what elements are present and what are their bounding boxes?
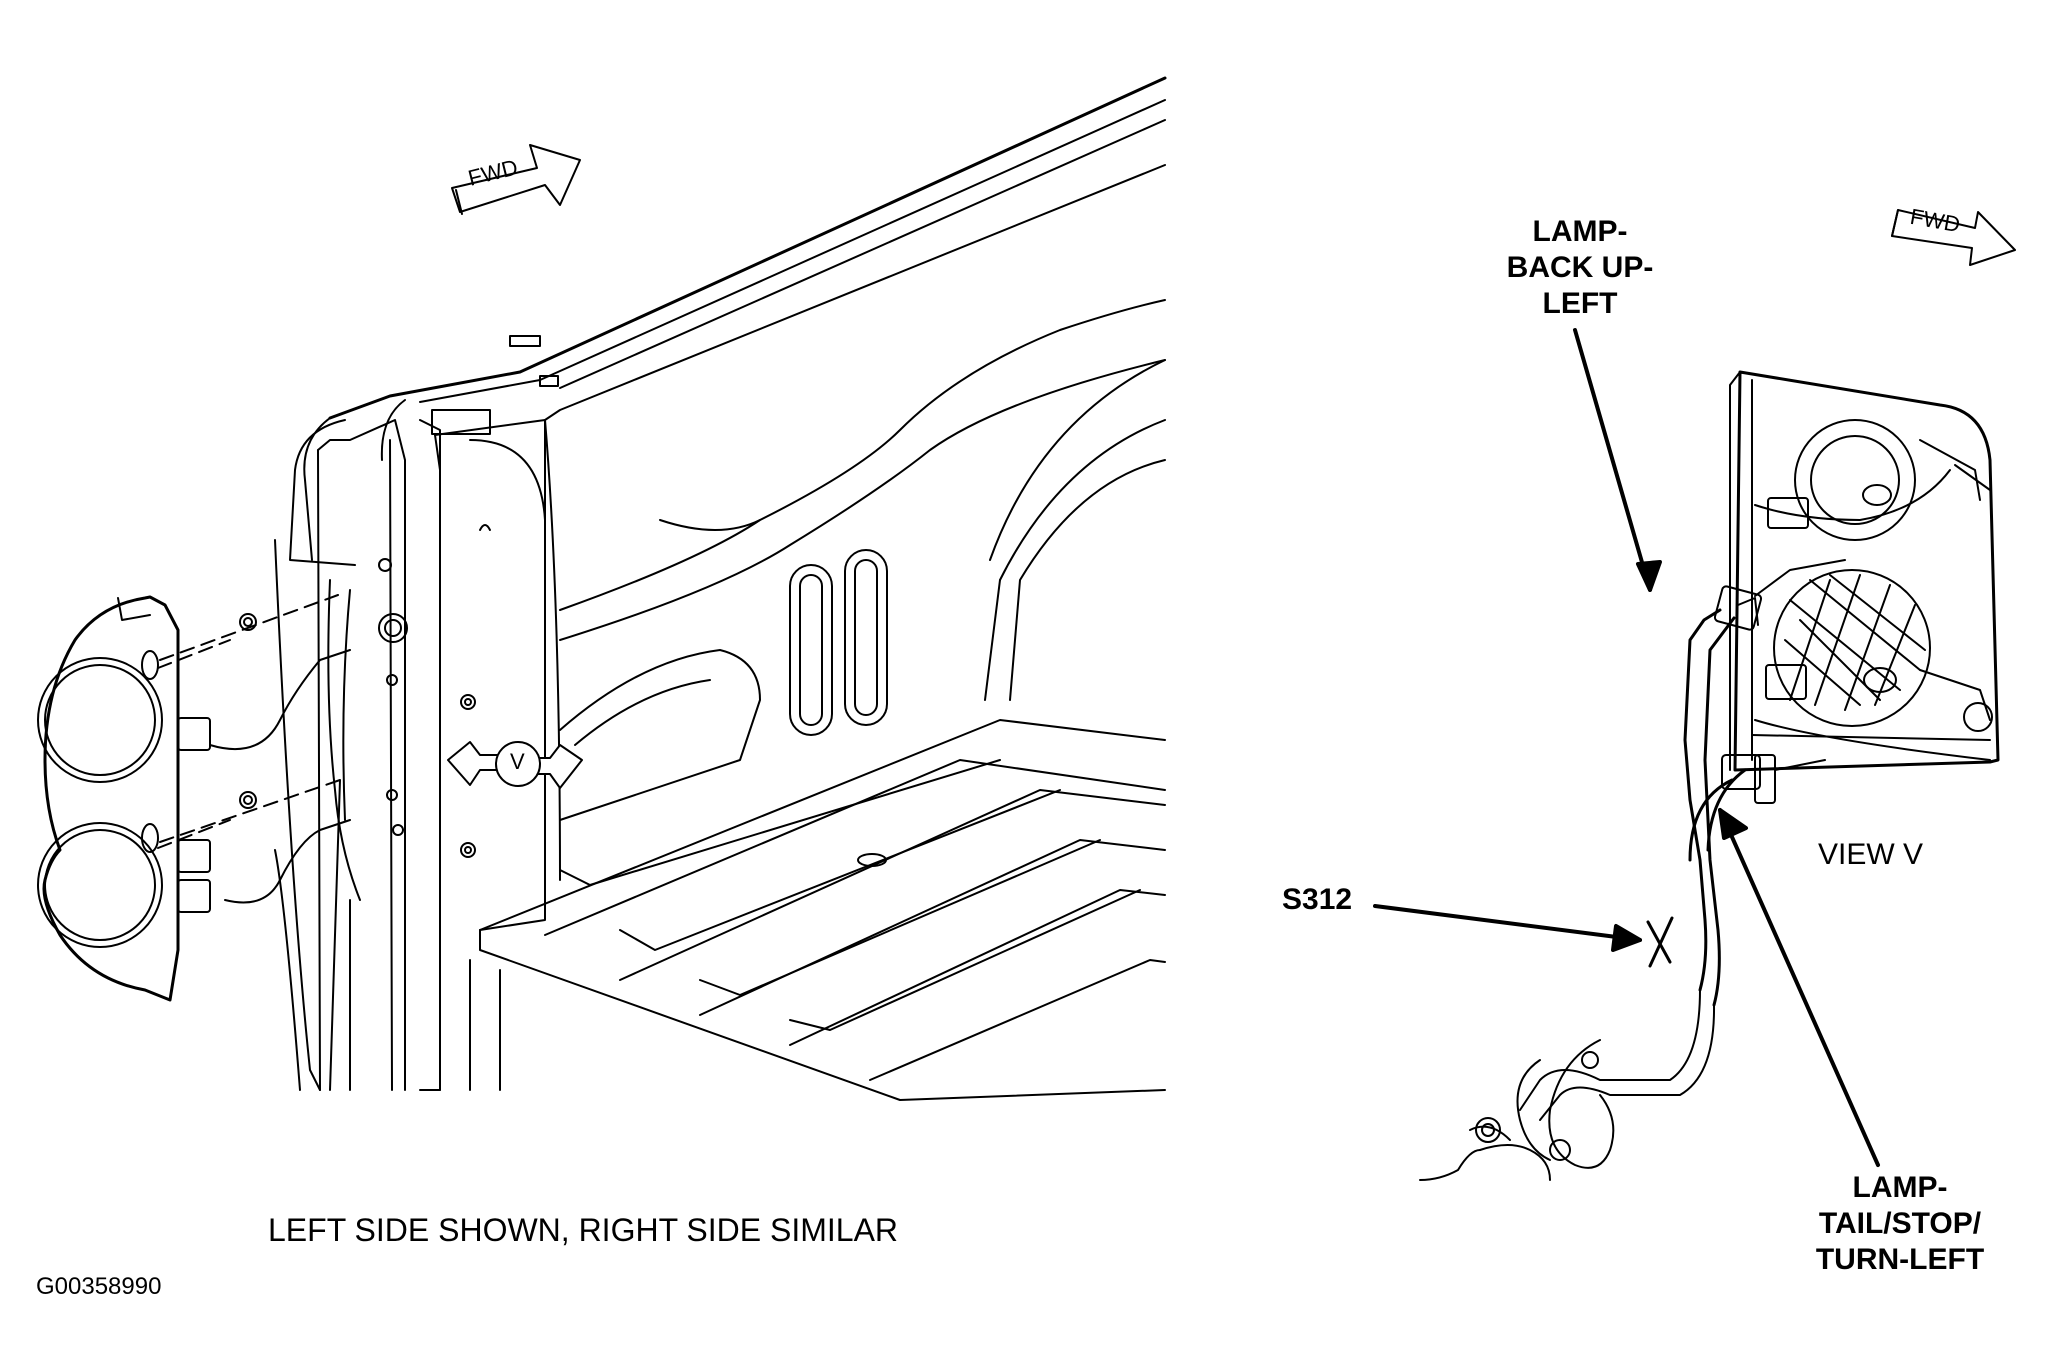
- label-lamp-tail-line-3: TURN-LEFT: [1815, 1243, 1985, 1276]
- fwd-arrow-right: [1891, 209, 2016, 266]
- label-lamp-backup-line-2: BACK UP-: [1506, 251, 1654, 284]
- label-splice-s312: S312: [1282, 883, 1353, 916]
- tail-lamp-assembly: [37, 595, 211, 1002]
- view-v-callout-letter: V: [510, 749, 525, 774]
- truck-bed-drawing: [37, 76, 1167, 1101]
- label-lamp-backup-line-3: LEFT: [1542, 287, 1618, 320]
- view-v-callout: [447, 741, 583, 789]
- figure-caption: LEFT SIDE SHOWN, RIGHT SIDE SIMILAR: [268, 1212, 899, 1248]
- fwd-arrow-left: [451, 144, 581, 215]
- view-v-drawing: [1419, 370, 2000, 1181]
- leader-arrows: [1373, 328, 1880, 1167]
- label-lamp-tail-stop-turn-left: LAMP- TAIL/STOP/ TURN-LEFT: [1800, 1170, 2000, 1278]
- nut-fasteners: [239, 613, 476, 858]
- label-lamp-tail-line-1: LAMP-: [1852, 1171, 1948, 1204]
- label-lamp-backup-left: LAMP- BACK UP- LEFT: [1480, 214, 1680, 322]
- figure-id: G00358990: [36, 1273, 162, 1300]
- label-lamp-backup-line-1: LAMP-: [1532, 215, 1628, 248]
- label-lamp-tail-line-2: TAIL/STOP/: [1818, 1207, 1982, 1240]
- view-v-title: VIEW V: [1818, 838, 1924, 871]
